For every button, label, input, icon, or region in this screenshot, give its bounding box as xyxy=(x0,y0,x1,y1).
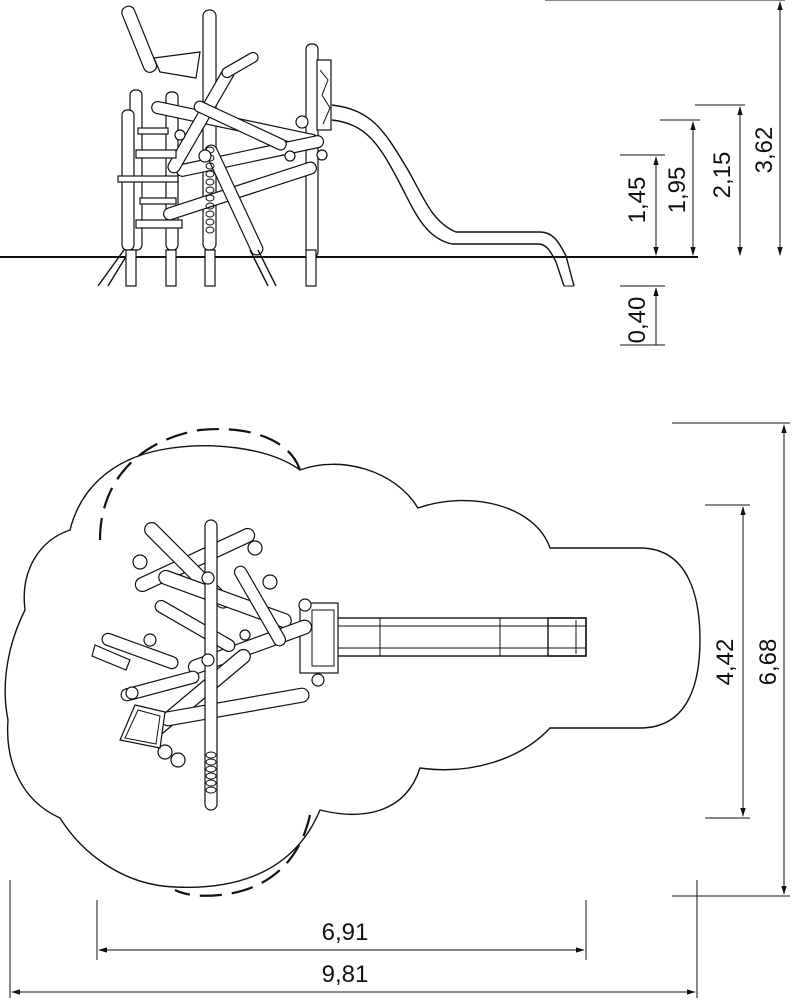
diagonal-logs xyxy=(151,51,325,256)
dim-label-2-15: 2,15 xyxy=(709,152,736,199)
dim-label-6-68: 6,68 xyxy=(755,639,782,686)
safety-zone-outline xyxy=(4,445,701,888)
knobs-top xyxy=(125,540,325,768)
dim-label-1-95: 1,95 xyxy=(664,167,691,214)
top-view: 4,42 6,68 6,91 9,81 xyxy=(4,422,790,998)
dim-label-6-91: 6,91 xyxy=(322,919,369,946)
dim-label-9-81: 9,81 xyxy=(322,961,369,988)
height-dimensions xyxy=(545,0,785,346)
ladder xyxy=(117,127,183,229)
dashed-arc-top xyxy=(98,428,302,541)
handle-left xyxy=(91,644,131,671)
dim-label-3-62: 3,62 xyxy=(751,127,778,174)
panel-lower-left xyxy=(119,704,166,749)
post-slide xyxy=(305,43,319,258)
slide-platform xyxy=(299,602,339,674)
top-dimensions xyxy=(9,422,790,998)
pole-tilted xyxy=(121,5,158,73)
slide-panel xyxy=(316,59,332,131)
dashed-arc-bottom xyxy=(174,814,312,897)
dim-label-0-40: 0,40 xyxy=(624,297,651,344)
seat xyxy=(153,51,201,79)
side-view: 1,45 1,95 2,15 3,62 0,40 xyxy=(0,0,785,346)
dim-label-4-42: 4,42 xyxy=(712,639,739,686)
dim-label-1-45: 1,45 xyxy=(624,177,651,224)
chain-top xyxy=(205,751,217,794)
knobs xyxy=(174,115,328,163)
structure-top xyxy=(101,519,313,811)
slide-side xyxy=(331,104,575,287)
foundations xyxy=(97,249,317,287)
slide-top xyxy=(299,602,587,674)
